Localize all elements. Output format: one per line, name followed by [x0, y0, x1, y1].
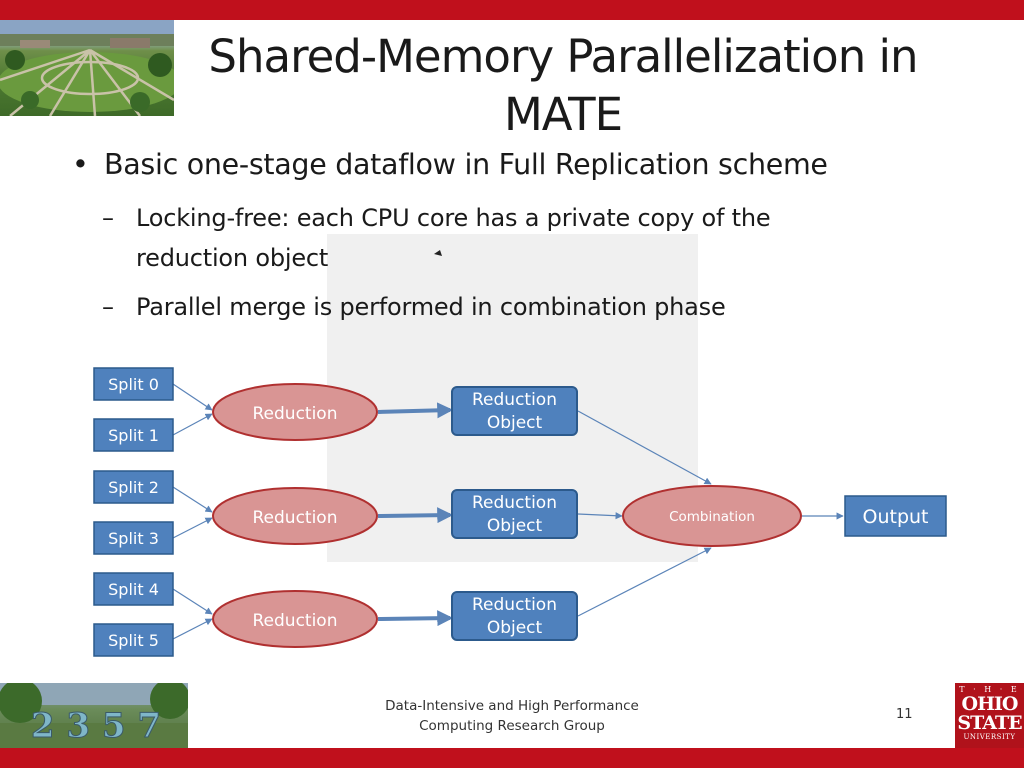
campus-photo-graphic: [0, 20, 174, 116]
connector-split4-reduction: [172, 588, 213, 615]
reduction-label-3: Reduction: [253, 611, 338, 631]
combination-ellipse: Combination: [622, 485, 802, 547]
reduction-arrows: [377, 402, 454, 627]
split-4-box: Split 4: [93, 572, 174, 606]
footer-group-name: Data-Intensive and High Performance Comp…: [362, 696, 662, 736]
reduction-object-box-1: Reduction Object: [451, 386, 578, 436]
connector-split2-reduction: [172, 486, 213, 513]
slide-title-line-2: MATE: [503, 88, 623, 141]
cursor-mark: [434, 250, 442, 256]
split-1-box: Split 1: [93, 418, 174, 452]
split-2-box: Split 2: [93, 470, 174, 504]
slide-title: Shared-Memory Parallelization in MATE: [176, 28, 950, 144]
connector-split5-reduction: [172, 618, 213, 640]
connector-split0-reduction: [172, 383, 213, 411]
split-2-label: Split 2: [108, 478, 159, 497]
reduction-label-1: Reduction: [253, 404, 338, 424]
reduction-object-2-line2: Object: [487, 516, 543, 536]
split-1-label: Split 1: [108, 426, 159, 445]
output-box: Output: [844, 495, 947, 537]
split-5-label: Split 5: [108, 631, 159, 650]
footer-photo-numbers: 2 3 5 7: [31, 706, 161, 746]
logo-university: UNIVERSITY: [963, 733, 1016, 741]
connector-object2-combination: [577, 512, 623, 520]
campus-photo: [0, 20, 174, 116]
reduction-ellipse-1: Reduction: [212, 383, 378, 441]
sub-bullet-marker: –: [102, 204, 114, 232]
footer-group-line-1: Data-Intensive and High Performance: [385, 698, 639, 714]
footer-photo-graphic: 2 3 5 7: [0, 683, 188, 748]
footer-photo: 2 3 5 7: [0, 683, 188, 748]
connector-object3-combination: [577, 547, 712, 617]
reduction-object-3-line1: Reduction: [472, 595, 557, 615]
bottom-accent-bar: [0, 748, 1024, 768]
split-0-box: Split 0: [93, 367, 174, 401]
slide-title-line-1: Shared-Memory Parallelization in: [208, 30, 918, 83]
reduction-ellipse-3: Reduction: [212, 590, 378, 648]
reduction-object-box-2: Reduction Object: [451, 489, 578, 539]
sub-bullet-2-text: Parallel merge is performed in combinati…: [136, 293, 726, 321]
split-4-label: Split 4: [108, 580, 159, 599]
footer-group-line-2: Computing Research Group: [419, 718, 605, 734]
reduction-object-3-line2: Object: [487, 618, 543, 638]
arrow-reduction-object-1: [377, 402, 454, 419]
output-label: Output: [863, 506, 929, 528]
main-bullet-text: Basic one-stage dataflow in Full Replica…: [104, 148, 828, 181]
reduction-object-box-3: Reduction Object: [451, 591, 578, 641]
connector-object1-combination: [577, 410, 712, 485]
connector-split1-reduction: [172, 413, 213, 436]
page-number: 11: [896, 707, 913, 722]
combination-connectors: [577, 410, 844, 617]
split-0-label: Split 0: [108, 375, 159, 394]
arrow-reduction-object-3: [377, 610, 454, 627]
sub-bullet-1-text: Locking-free: each CPU core has a privat…: [136, 204, 771, 232]
reduction-object-1-line1: Reduction: [472, 390, 557, 410]
top-accent-bar: [0, 0, 1024, 20]
logo-the: T · H · E: [959, 685, 1020, 694]
reduction-object-2-line1: Reduction: [472, 493, 557, 513]
bullet-marker: •: [72, 148, 89, 181]
arrow-reduction-object-2: [377, 507, 454, 524]
logo-ohio: OHIO: [961, 693, 1019, 715]
connector-split3-reduction: [172, 517, 213, 539]
split-5-box: Split 5: [93, 623, 174, 657]
reduction-object-1-line2: Object: [487, 413, 543, 433]
split-3-box: Split 3: [93, 521, 174, 555]
combination-label: Combination: [669, 509, 755, 525]
sub-bullet-marker: –: [102, 293, 114, 321]
logo-state: STATE: [957, 712, 1022, 734]
reduction-ellipse-2: Reduction: [212, 487, 378, 545]
split-connectors: [172, 383, 213, 640]
sub-bullet-1-continuation: reduction object: [136, 244, 329, 272]
ohio-state-logo: T · H · E OHIO STATE UNIVERSITY: [955, 683, 1024, 748]
split-3-label: Split 3: [108, 529, 159, 548]
reduction-label-2: Reduction: [253, 508, 338, 528]
